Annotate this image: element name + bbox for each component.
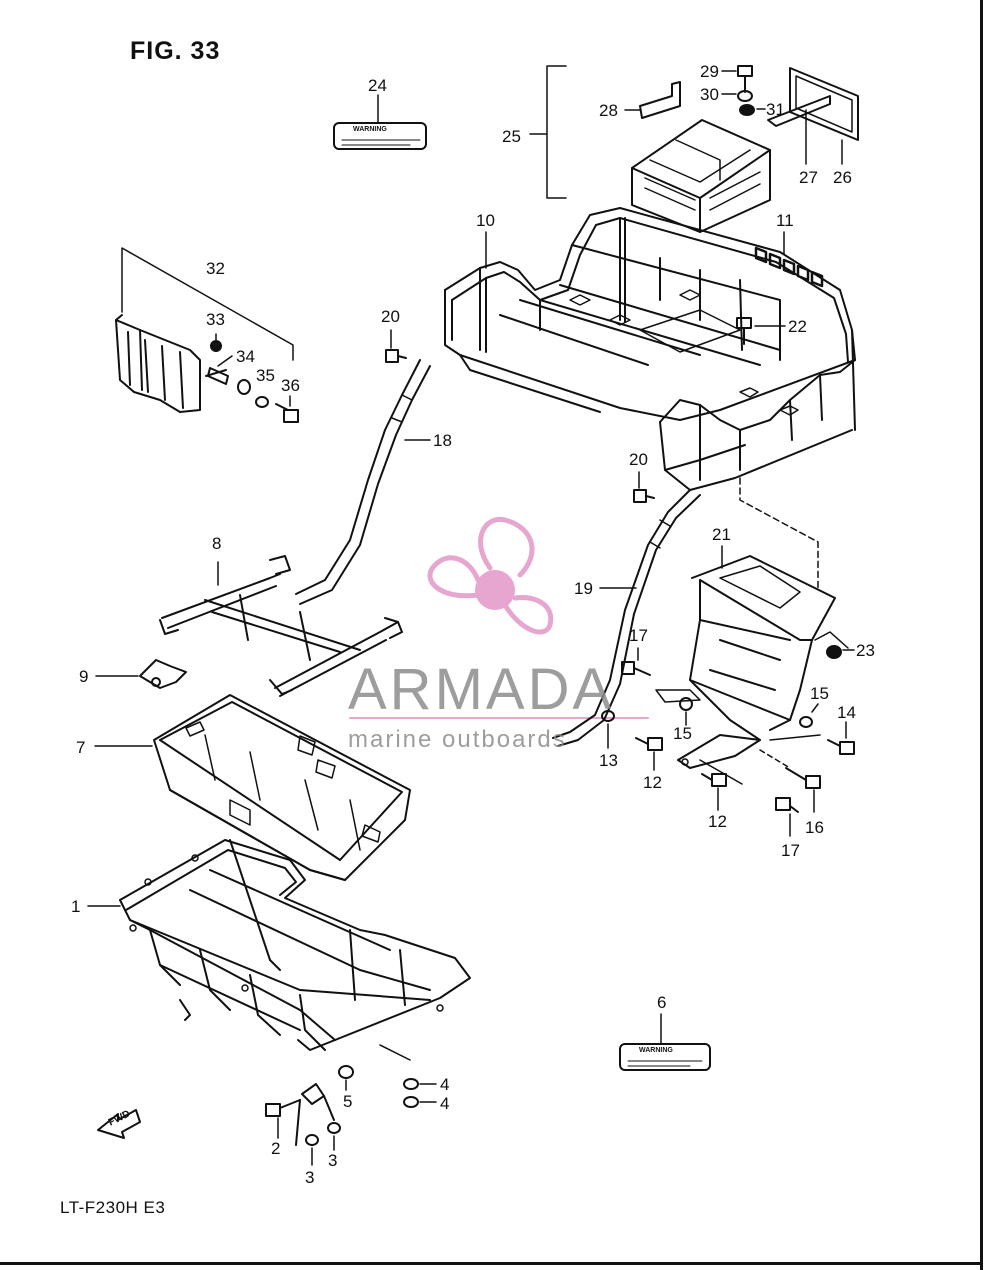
callout-13: 13: [599, 751, 618, 770]
bolt-16: [759, 749, 821, 813]
front-guard-32: [115, 314, 227, 413]
model-code: LT-F230H E3: [60, 1198, 166, 1217]
collar-34: [237, 379, 251, 395]
callout-14: 14: [837, 703, 856, 722]
callout-3-left: 3: [305, 1168, 315, 1187]
callout-30: 30: [700, 85, 719, 104]
callout-5: 5: [343, 1092, 353, 1111]
callout-26: 26: [833, 168, 852, 187]
callout-15-right: 15: [810, 684, 829, 703]
washer-35: [255, 396, 269, 408]
warning-label-6: [619, 1013, 711, 1071]
hook-28: [624, 81, 681, 119]
callout-4-upper: 4: [440, 1075, 450, 1094]
nut-3-right: [327, 1122, 341, 1151]
collar-15-right: [799, 703, 819, 728]
front-bracket-8: [159, 555, 403, 697]
callout-27: 27: [799, 168, 818, 187]
washer-4-upper: [403, 1078, 437, 1090]
callout-20-upper: 20: [381, 307, 400, 326]
callout-10: 10: [476, 211, 495, 230]
nut-13: [601, 710, 615, 749]
rear-carrier-10: [444, 207, 856, 491]
warning-label-24: [333, 94, 427, 150]
frame-border-right: [980, 0, 983, 1270]
callout-17-upper: 17: [629, 626, 648, 645]
watermark-brand: ARMADA: [348, 657, 615, 722]
reflector-plate-26: [789, 67, 859, 165]
leader-4: [379, 1044, 411, 1061]
bolt-2: [265, 1099, 301, 1139]
callout-16: 16: [805, 818, 824, 837]
callout-3-right: 3: [328, 1151, 338, 1170]
bolt-17-upper: [621, 647, 651, 676]
warning-label-text-24: WARNING: [353, 126, 387, 133]
callout-7: 7: [76, 738, 86, 757]
callout-33: 33: [206, 310, 225, 329]
bolt-14: [769, 721, 855, 755]
bracket-25: [529, 65, 567, 199]
callout-36: 36: [281, 376, 300, 395]
warning-label-text-6: WARNING: [639, 1047, 673, 1054]
callout-6: 6: [657, 993, 667, 1012]
callout-9: 9: [79, 667, 89, 686]
bolt-29: [721, 65, 753, 93]
bolt-12-upper: [635, 737, 663, 771]
pipe-19: [552, 489, 701, 747]
watermark-tagline: marine outboards: [348, 726, 567, 753]
callout-20-lower: 20: [629, 450, 648, 469]
rear-bracket-21: [655, 477, 849, 769]
fwd-arrow-icon: [97, 1109, 141, 1139]
callout-15-left: 15: [673, 724, 692, 743]
callout-8: 8: [212, 534, 222, 553]
callout-35: 35: [256, 366, 275, 385]
bolt-20-lower: [633, 471, 655, 503]
tool-box-25: [631, 119, 771, 233]
bracket-5: [295, 1065, 354, 1146]
bolt-12-lower: [699, 759, 743, 811]
callout-34: 34: [236, 347, 255, 366]
washer-30: [721, 90, 753, 102]
callout-17-lower: 17: [781, 841, 800, 860]
callout-18: 18: [433, 431, 452, 450]
washer-4-lower: [403, 1096, 437, 1108]
callout-22: 22: [788, 317, 807, 336]
bolt-22: [736, 317, 786, 345]
nut-31: [739, 104, 766, 116]
collar-15-left: [679, 697, 693, 726]
callout-4-lower: 4: [440, 1094, 450, 1113]
callout-29: 29: [700, 62, 719, 81]
bracket-34: [207, 355, 233, 385]
callout-12-lower: 12: [708, 812, 727, 831]
nut-33: [210, 333, 222, 352]
callout-32: 32: [206, 259, 225, 278]
leader-32: [121, 247, 294, 361]
callout-25: 25: [502, 127, 521, 146]
nut-3-left: [305, 1134, 319, 1166]
callout-12-upper: 12: [643, 773, 662, 792]
figure-title: FIG. 33: [130, 37, 221, 65]
watermark-propeller-icon: [427, 516, 554, 635]
bolt-20-upper: [385, 329, 407, 363]
pipe-18: [295, 359, 431, 605]
front-carrier-1: [87, 839, 471, 1051]
bolt-17-lower: [775, 797, 799, 837]
nut-23: [826, 645, 855, 659]
clamp-9: [95, 659, 187, 689]
bolt-36: [275, 395, 299, 423]
callout-28: 28: [599, 101, 618, 120]
callout-2: 2: [271, 1139, 281, 1158]
callout-23: 23: [856, 641, 875, 660]
callout-11: 11: [776, 211, 794, 230]
frame-border-bottom: [0, 1262, 983, 1265]
tray-7: [94, 694, 411, 881]
callout-19: 19: [574, 579, 593, 598]
callout-31: 31: [766, 100, 785, 119]
callout-1: 1: [71, 897, 81, 916]
callout-24: 24: [368, 76, 387, 95]
callout-21: 21: [712, 525, 731, 544]
stay-27: [767, 95, 831, 165]
